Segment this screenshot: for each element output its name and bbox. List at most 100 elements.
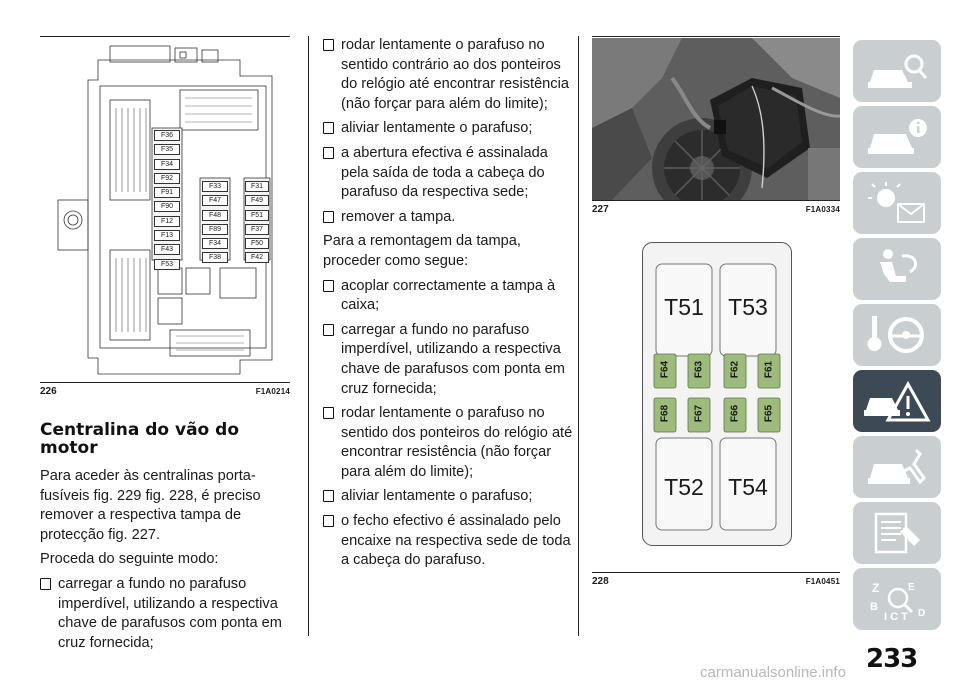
svg-text:B: B: [870, 601, 878, 613]
chapter-tab-5[interactable]: [853, 304, 941, 366]
bullet-box-icon: [323, 323, 334, 336]
col3-top-rule: [592, 36, 840, 37]
relay-label-t54: T54: [728, 474, 768, 500]
lights-message-icon: [868, 182, 925, 223]
watermark-text: carmanualsonline.info: [700, 664, 846, 681]
fuse-label: F34: [202, 238, 228, 250]
fuse-label: F91: [154, 187, 180, 199]
svg-text:I C T: I C T: [884, 611, 908, 623]
fuse-label: F47: [202, 195, 228, 207]
column-divider-2: [578, 36, 579, 636]
fuse-label: F42: [245, 252, 269, 264]
checkbox-bullet: a abertura efectiva é assinalada pela sa…: [323, 144, 575, 203]
car-info-icon: [868, 119, 927, 154]
fuse-label: F34: [154, 158, 180, 170]
fuse-label: F38: [202, 252, 228, 264]
chapter-tab-3[interactable]: [853, 172, 941, 234]
column-1-text: Centralina do vão do motor Para aceder à…: [40, 421, 292, 658]
alphabet-index-icon: Z E B I C T D: [870, 581, 925, 623]
figure-228-relay-layout: T51 T53 T52 T54 F64 F63 F62 F61 F68 F67 …: [642, 242, 792, 546]
chapter-tab-1[interactable]: [853, 40, 941, 102]
figure-227-engine-bay-photo: [592, 38, 840, 200]
fig227-number: 227: [592, 204, 609, 215]
fuse-label: F90: [154, 201, 180, 213]
section-heading: Centralina do vão do motor: [40, 420, 240, 458]
svg-text:E: E: [908, 582, 915, 593]
fuse-label: F36: [154, 130, 180, 141]
fig228-code: F1A0451: [805, 577, 840, 586]
chapter-tab-6-active[interactable]: [853, 370, 941, 432]
fig227-caption: 227 F1A0334: [592, 204, 840, 215]
bullet-box-icon: [323, 407, 334, 420]
bullet-box-icon: [323, 39, 334, 51]
fig226-code: F1A0214: [255, 387, 290, 396]
fig228-bottom-rule: [592, 572, 840, 573]
column-divider-1: [308, 36, 309, 636]
paragraph: Proceda do seguinte modo:: [40, 551, 219, 568]
relay-label-t53: T53: [728, 294, 768, 320]
column-2-text: rodar lentamente o parafuso no sentido c…: [323, 36, 575, 576]
fuse-label: F64: [659, 360, 671, 379]
checkbox-bullet: carregar a fundo no parafuso imperdível,…: [40, 575, 292, 653]
svg-text:D: D: [918, 608, 925, 619]
checkbox-bullet: aliviar lentamente o parafuso;: [323, 119, 575, 139]
svg-text:Z: Z: [872, 581, 879, 595]
fuse-label: F61: [763, 360, 775, 379]
car-wrench-icon: [868, 448, 926, 485]
fig226-number: 226: [40, 386, 57, 397]
fuse-label: F35: [154, 144, 180, 156]
checkbox-bullet: rodar lentamente o parafuso no sentido d…: [323, 404, 575, 482]
chapter-tab-7[interactable]: [853, 436, 941, 498]
fig227-code: F1A0334: [805, 205, 840, 214]
fuse-label: F48: [202, 209, 228, 221]
checkbox-bullet: rodar lentamente o parafuso no sentido c…: [323, 36, 575, 114]
fuse-label: F66: [729, 404, 741, 423]
checkbox-bullet: carregar a fundo no parafuso imperdível,…: [323, 321, 575, 399]
fig228-caption: 228 F1A0451: [592, 576, 840, 587]
car-search-icon: [868, 54, 928, 88]
chapter-tab-8[interactable]: [853, 502, 941, 564]
page-number: 233: [866, 644, 918, 674]
fuse-label: F92: [154, 172, 180, 184]
checkbox-bullet: acoplar correctamente a tampa à caixa;: [323, 277, 575, 316]
fuse-label: F31: [245, 181, 269, 192]
bullet-box-icon: [323, 515, 334, 528]
fig226-caption: 226 F1A0214: [40, 386, 290, 397]
fuse-label: F13: [154, 230, 180, 242]
chapter-tab-4[interactable]: [853, 238, 941, 300]
checkbox-bullet: o fecho efectivo é assinalado pelo encai…: [323, 512, 575, 571]
fuse-label: F62: [729, 360, 741, 379]
fuse-label: F43: [154, 244, 180, 256]
bullet-box-icon: [323, 122, 334, 135]
key-steering-wheel-icon: [867, 316, 924, 353]
chapter-tab-2[interactable]: [853, 106, 941, 168]
bullet-box-icon: [323, 279, 334, 292]
bullet-box-icon: [323, 210, 334, 223]
fig227-bottom-rule: [592, 200, 840, 201]
fuse-label: F89: [202, 223, 228, 235]
fuse-label: F50: [245, 238, 269, 250]
fig226-bottom-rule: [40, 382, 290, 383]
figure-226-fusebox-drawing: F36 F35 F34 F92 F91 F90 F12 F13 F43 F53 …: [40, 40, 290, 380]
checklist-icon: [874, 512, 920, 554]
fuse-label: F12: [154, 215, 180, 227]
fuse-label: F33: [202, 181, 228, 192]
bullet-box-icon: [323, 146, 334, 159]
fuse-label: F68: [659, 404, 671, 423]
fuse-label: F65: [763, 404, 775, 423]
checkbox-bullet: remover a tampa.: [323, 208, 575, 228]
col1-top-rule: [40, 36, 290, 37]
fuse-label: F37: [245, 223, 269, 235]
chapter-tab-9[interactable]: Z E B I C T D: [853, 568, 941, 630]
fuse-label: F67: [693, 404, 705, 423]
car-warning-icon: [864, 380, 931, 422]
paragraph: Para a remontagem da tampa, proceder com…: [323, 233, 521, 269]
relay-label-t52: T52: [664, 474, 704, 500]
fuse-label: F51: [245, 209, 269, 221]
relay-label-t51: T51: [664, 294, 704, 320]
bullet-box-icon: [40, 577, 51, 590]
fuse-label: F49: [245, 195, 269, 207]
fuse-label: F63: [693, 360, 705, 379]
fuse-label: F53: [154, 258, 180, 270]
fig228-number: 228: [592, 576, 609, 587]
